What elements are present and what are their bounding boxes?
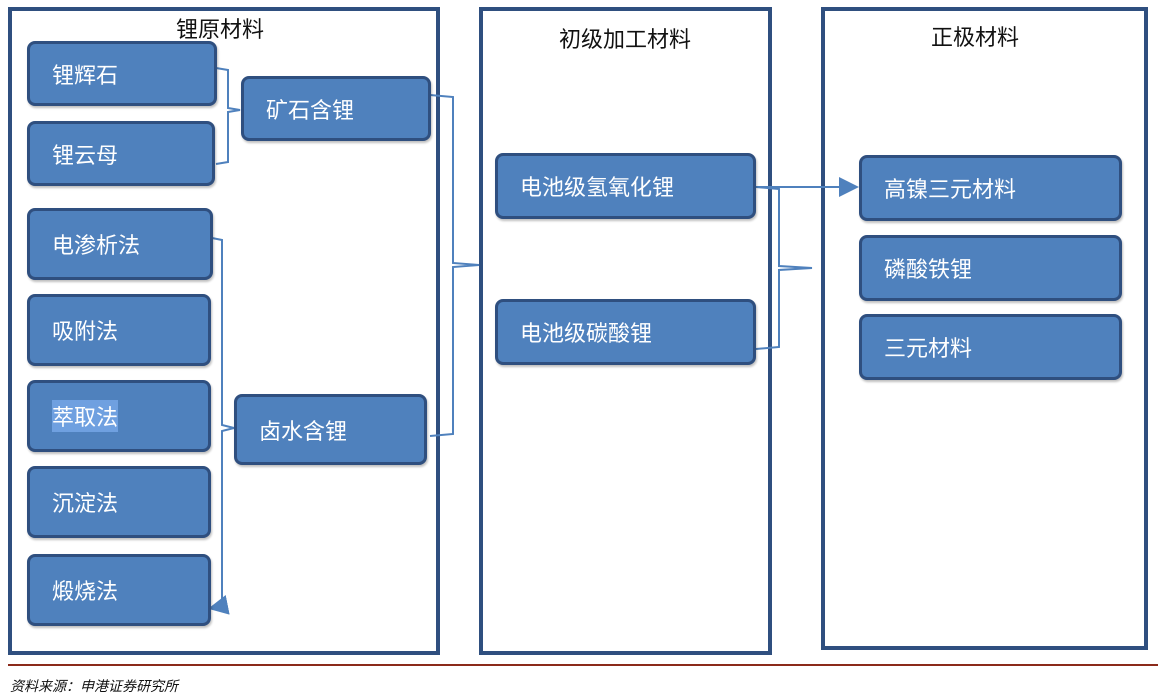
panel-title-cathode: 正极材料 [930, 26, 1019, 51]
node-extraction: 萃取法 [27, 380, 211, 452]
node-precipitation: 沉淀法 [27, 466, 211, 538]
node-ore-lithium: 矿石含锂 [241, 76, 431, 141]
node-lfp: 磷酸铁锂 [859, 235, 1122, 301]
node-battery-grade-li2co3: 电池级碳酸锂 [495, 299, 756, 365]
node-electrodialysis: 电渗析法 [27, 208, 213, 280]
source-note: 资料来源：申港证券研究所 [10, 679, 178, 695]
node-spodumene: 锂辉石 [27, 41, 217, 106]
panel-title-raw: 锂原材料 [175, 18, 264, 43]
brace-brine-methods [208, 237, 235, 615]
node-ternary: 三元材料 [859, 314, 1122, 380]
node-adsorption: 吸附法 [27, 294, 211, 366]
node-lepidolite: 锂云母 [27, 121, 215, 186]
brace-ore-sources [215, 67, 241, 165]
node-calcination: 煅烧法 [27, 554, 211, 626]
node-brine-lithium: 卤水含锂 [234, 394, 427, 465]
node-high-nickel-ternary: 高镍三元材料 [859, 155, 1122, 221]
panel-title-processed: 初级加工材料 [558, 28, 691, 53]
brace-to-processing [429, 94, 480, 437]
footer-rule [8, 664, 1158, 666]
node-battery-grade-lioh: 电池级氢氧化锂 [495, 153, 756, 219]
brace-to-cathode [755, 186, 813, 350]
